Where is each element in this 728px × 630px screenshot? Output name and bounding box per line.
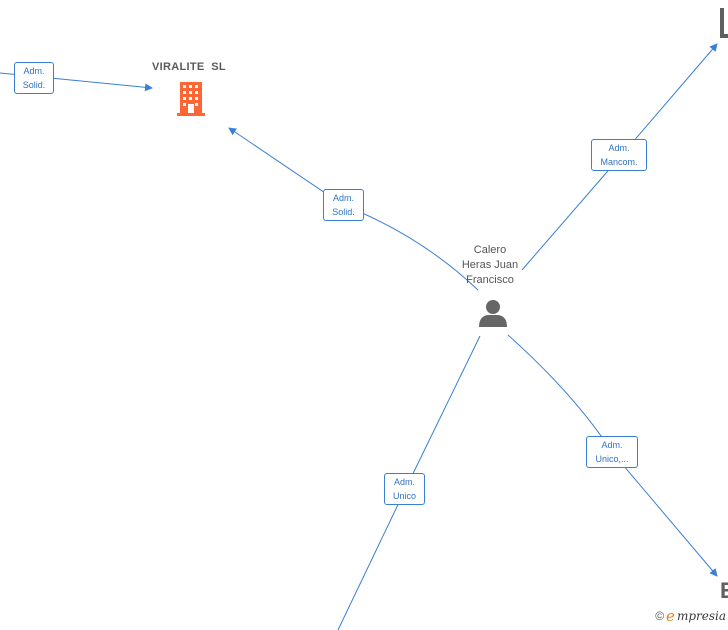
person-node-label[interactable]: Calero Heras Juan Francisco — [461, 244, 519, 286]
building-icon[interactable] — [177, 82, 205, 116]
edge-label-person-to-top-right[interactable]: Adm. Mancom. — [591, 139, 647, 171]
edge-label-person-to-company[interactable]: Adm. Solid. — [323, 189, 364, 221]
copyright-icon: © — [655, 609, 665, 623]
brand-name: mpresia — [676, 609, 726, 623]
partial-node-label-bottom-right[interactable]: E — [720, 578, 728, 603]
company-node-label[interactable]: VIRALITE SL — [152, 61, 226, 73]
brand-initial: e — [666, 607, 675, 625]
person-icon[interactable] — [479, 300, 507, 327]
edge-label-person-to-bottom[interactable]: Adm. Unico — [384, 473, 425, 505]
partial-building-icon-top-right[interactable] — [720, 8, 728, 38]
edge-label-left-to-company[interactable]: Adm. Solid. — [14, 62, 54, 94]
edge-label-person-to-bottom-right[interactable]: Adm. Unico,... — [586, 436, 638, 468]
